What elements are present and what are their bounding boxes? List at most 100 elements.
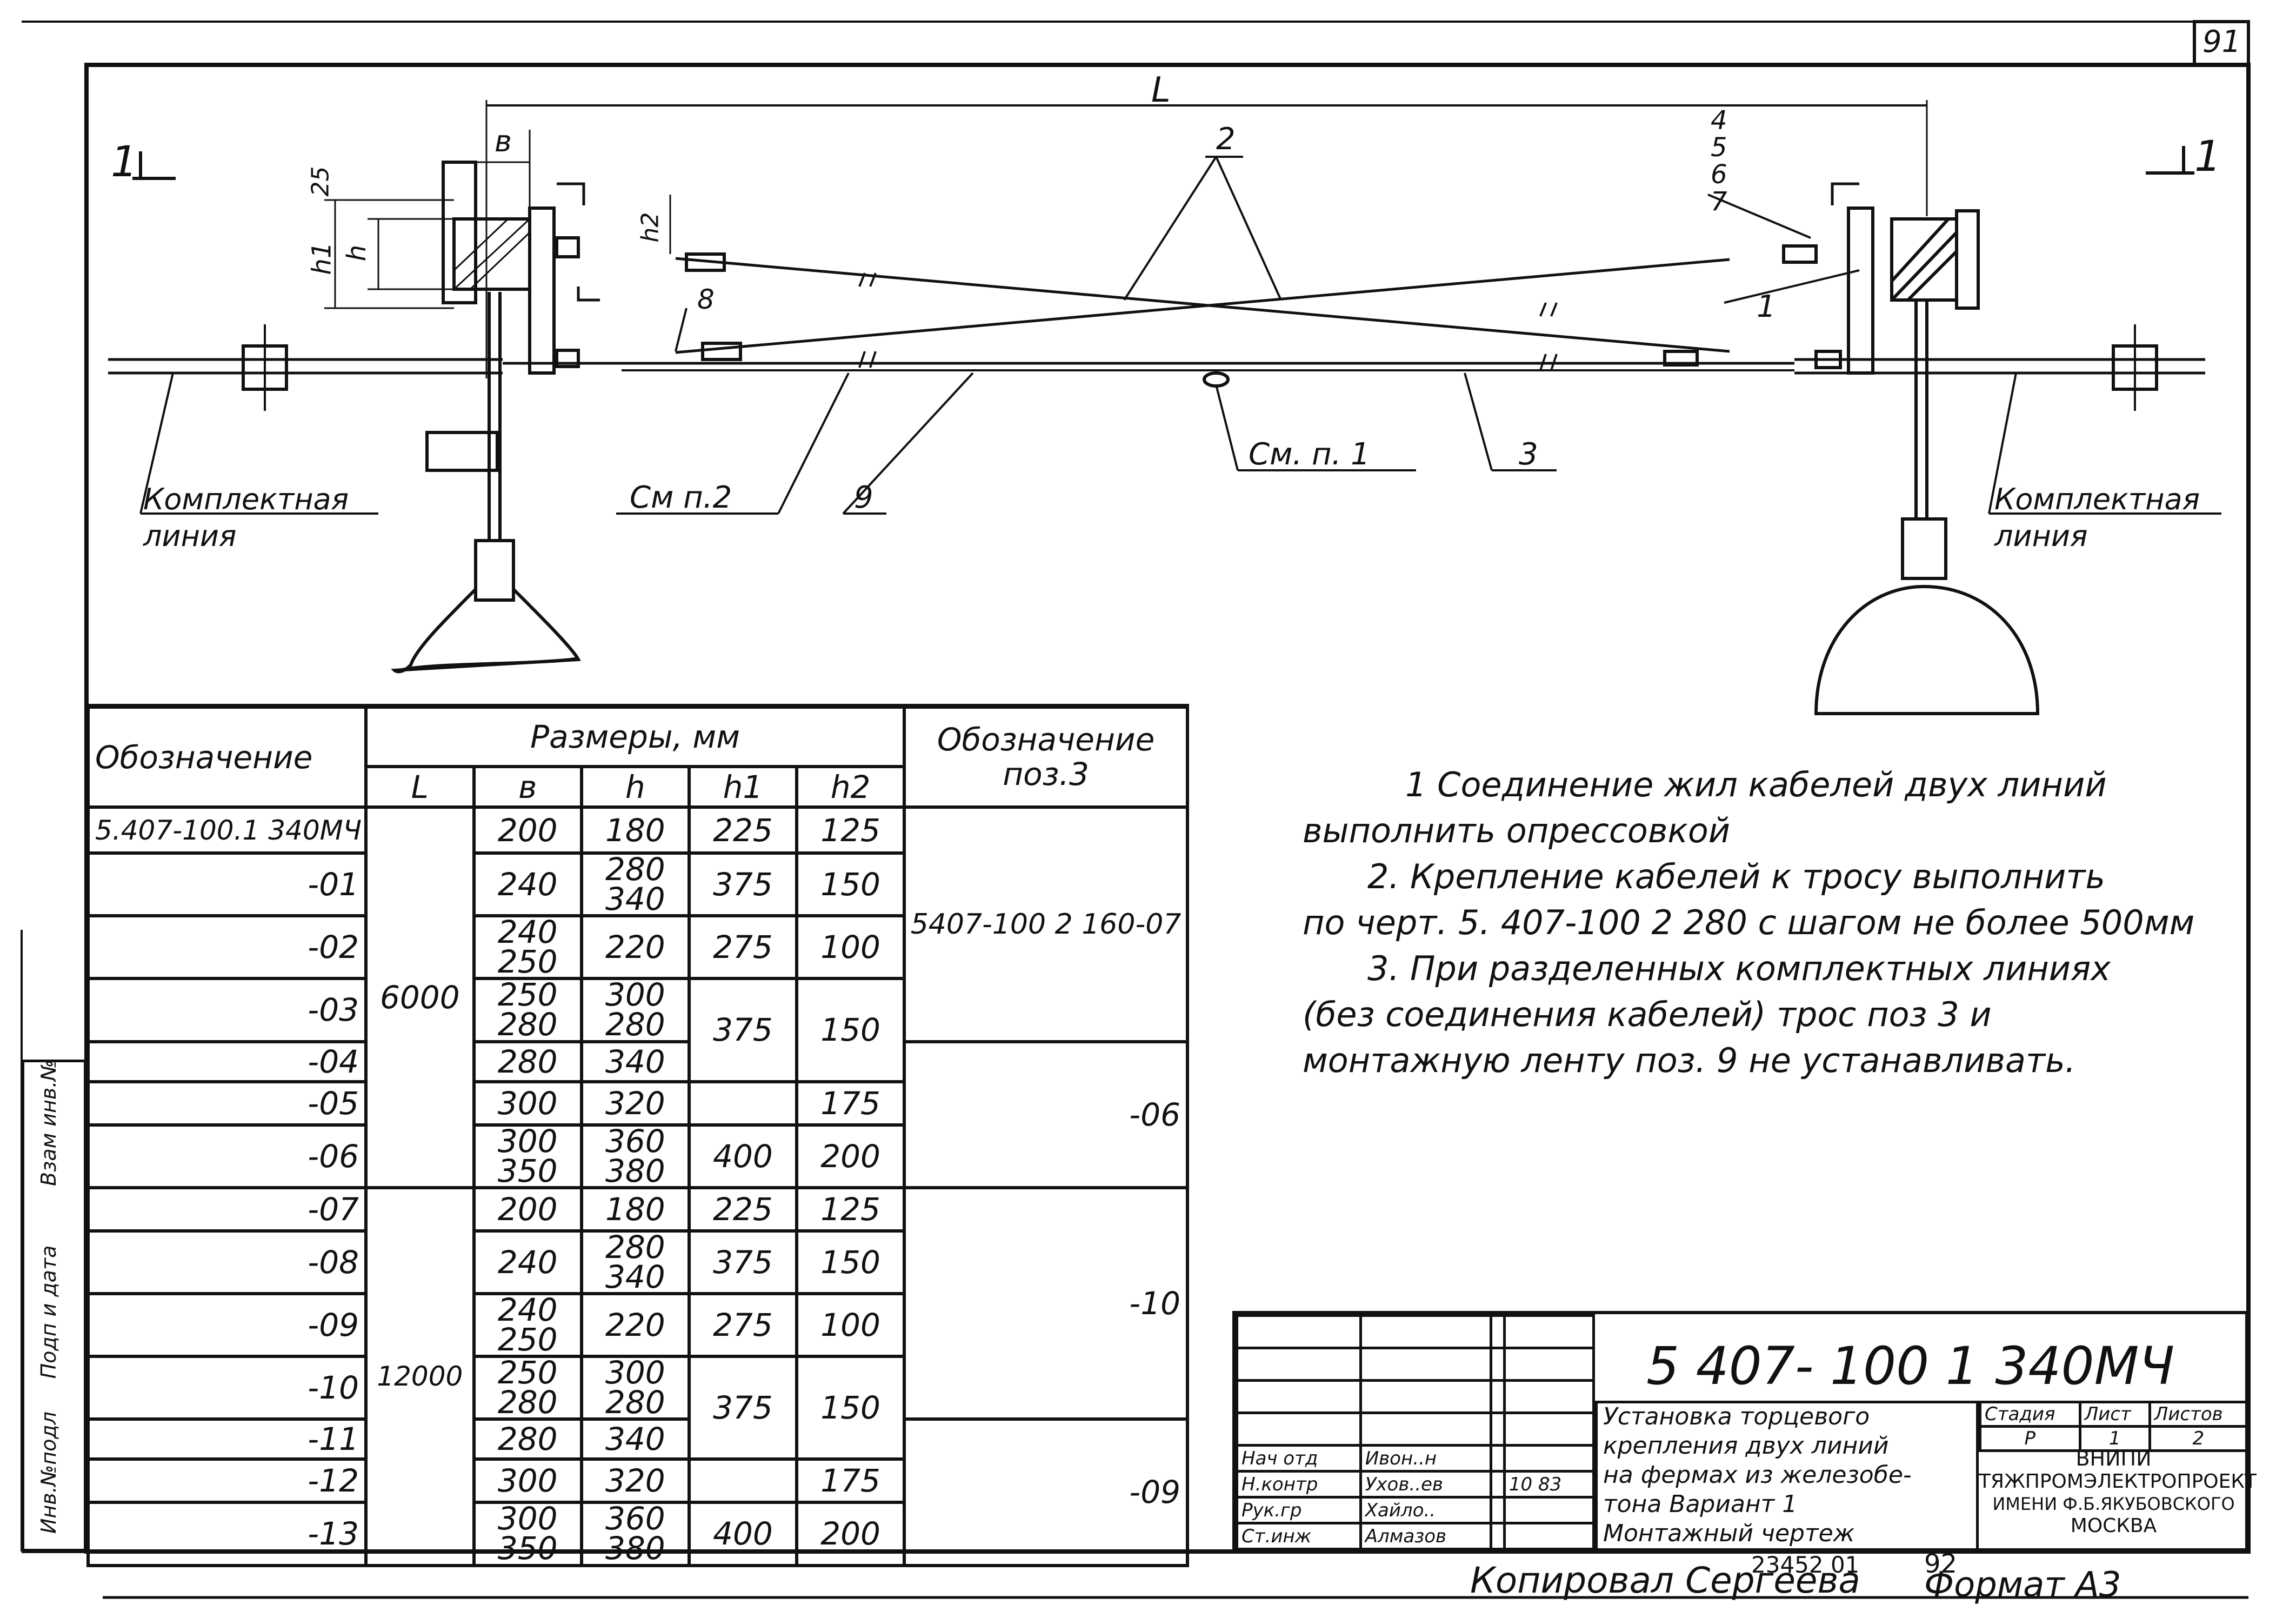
- cell-pos3-b: -06: [903, 1040, 1189, 1189]
- cell-h2: 125: [795, 1186, 906, 1233]
- right-bracket: [1847, 207, 1874, 375]
- cell-b: 240: [472, 1229, 583, 1295]
- cell-designation: -04: [86, 1040, 368, 1083]
- sheet-value: 1: [2078, 1425, 2151, 1452]
- th-b: в: [472, 765, 583, 809]
- cell-h1: 225: [687, 805, 799, 855]
- signer-name: Алмазов: [1359, 1522, 1493, 1550]
- cell-b: 280: [472, 1040, 583, 1083]
- cell-h1: [687, 1457, 799, 1504]
- note-line: монтажную ленту поз. 9 не устанавливать.: [1303, 1041, 2076, 1080]
- spec-table: Обозначение Размеры, мм Обозначение поз.…: [86, 705, 1189, 1567]
- cell-b: 300: [472, 1080, 583, 1127]
- org-line: ТЯЖПРОМЭЛЕКТРОПРОЕКТ: [1979, 1470, 2257, 1493]
- signature-grid: Нач отд Ивон..н Н.контр Ухов..ев 10 83 Р…: [1236, 1314, 1596, 1550]
- description-line: Монтажный чертеж: [1603, 1520, 1855, 1547]
- left-clamp-block: [425, 431, 499, 472]
- leader-left-line: [139, 372, 174, 514]
- description-box: Установка торцевого крепления двух линий…: [1595, 1401, 1979, 1548]
- sheets-header: Листов: [2148, 1401, 2249, 1428]
- callout-left-line-text: Комплектная линия: [143, 482, 349, 553]
- date-mark: 10 83: [1503, 1470, 1596, 1499]
- cell-pos3-c: -10: [903, 1186, 1189, 1421]
- description-line: тона Вариант 1: [1603, 1490, 1798, 1518]
- left-insulator: [391, 588, 581, 674]
- title-block: Нач отд Ивон..н Н.контр Ухов..ев 10 83 Р…: [1232, 1311, 2257, 1552]
- signer-name: Ухов..ев: [1359, 1470, 1493, 1499]
- cell-h1: 400: [687, 1123, 799, 1189]
- footer-inventory: 23452 01: [1751, 1552, 1860, 1578]
- callout-9: 9: [854, 480, 873, 515]
- th-h: h: [579, 765, 691, 809]
- cell-pos3-a: 5407-100 2 160-07: [903, 805, 1189, 1043]
- table-row: -11 280 340 -09: [86, 1417, 1189, 1567]
- pos-label-8: 8: [697, 284, 715, 315]
- cell-designation: -09: [86, 1291, 368, 1359]
- cell-b: 240 250: [472, 914, 583, 981]
- th-pos3: Обозначение поз.3: [903, 705, 1189, 809]
- sheet-number-box: [2193, 20, 2250, 66]
- pos-label-4: 4: [1711, 105, 1727, 136]
- cell-designation: -03: [86, 977, 368, 1043]
- table-row: -09 240 250 220 275 100: [86, 1291, 1187, 1359]
- note-line: выполнить опрессовкой: [1303, 811, 1731, 850]
- cell-L-6000: 6000: [364, 805, 476, 1189]
- table-row: -08 240 280 340 375 150: [86, 1229, 1187, 1295]
- callout-right-line: Комплектная линия: [1994, 481, 2221, 554]
- note-line: 3. При разделенных комплектных линиях: [1367, 949, 2111, 988]
- cell-L-12000: 12000: [364, 1186, 476, 1567]
- section-mark-right: 1: [2194, 132, 2221, 181]
- cell-b: 300: [472, 1457, 583, 1504]
- cell-designation: -13: [86, 1501, 368, 1567]
- stage-table: Стадия Лист Листов Р 1 2: [1979, 1401, 2249, 1452]
- cell-designation: -01: [86, 851, 368, 918]
- pos-label-7: 7: [1711, 187, 1727, 217]
- cell-h: 180: [579, 805, 691, 855]
- table-row: -07 12000 200 180 225 125 -10: [86, 1186, 1189, 1567]
- cell-h: 280 340: [579, 1229, 691, 1295]
- note-line: 1 Соединение жил кабелей двух линий: [1405, 765, 2107, 804]
- cell-b: 240 250: [472, 1291, 583, 1359]
- cell-h: 280 340: [579, 851, 691, 918]
- cell-h: 320: [579, 1080, 691, 1127]
- note-line: 2. Крепление кабелей к тросу выполнить: [1367, 857, 2106, 896]
- cell-h2: 150: [795, 1229, 906, 1295]
- footer-page: 92: [1924, 1549, 1958, 1579]
- pos-label-1: 1: [1757, 289, 1776, 324]
- cell-h1: 375: [687, 1229, 799, 1295]
- th-h1: h1: [687, 765, 799, 809]
- cell-h: 340: [579, 1040, 691, 1083]
- cell-h2: 200: [795, 1501, 906, 1567]
- table-row: -10 250 280 300 280 375 150: [86, 1355, 1187, 1461]
- table-row: -13 300 350 360 380 400 200: [86, 1501, 1187, 1567]
- cell-designation: -02: [86, 914, 368, 981]
- role: Ст.инж: [1236, 1522, 1362, 1550]
- cell-h2: 150: [795, 977, 906, 1083]
- sheets-value: 2: [2148, 1425, 2249, 1452]
- table-row: -03 250 280 300 280 375 150: [86, 977, 1187, 1083]
- table-row: -04 280 340 -06: [86, 1040, 1189, 1189]
- doc-code: 5 407- 100 1 340МЧ: [1646, 1336, 2175, 1396]
- description-line: Установка торцевого: [1603, 1403, 1870, 1430]
- th-designation: Обозначение: [86, 705, 368, 809]
- dim-label-h2: h2: [636, 212, 664, 243]
- role: Н.контр: [1236, 1470, 1362, 1499]
- cell-h2: 150: [795, 851, 906, 918]
- cell-h: 300 280: [579, 1355, 691, 1421]
- dim-label-25: 25: [306, 166, 335, 197]
- sheet-number: 91: [2202, 24, 2241, 59]
- cell-h2: 175: [795, 1080, 906, 1127]
- signer-name: Хайло..: [1359, 1496, 1493, 1524]
- side-stamp-field: Подп и дата: [37, 1245, 61, 1379]
- cell-h2: 125: [795, 805, 906, 855]
- note-line: по черт. 5. 407-100 2 280 с шагом не бол…: [1303, 903, 2195, 942]
- cell-h1: [687, 1080, 799, 1127]
- cell-h: 340: [579, 1417, 691, 1461]
- stage-header: Стадия: [1979, 1401, 2081, 1428]
- org-line: МОСКВА: [2070, 1515, 2157, 1537]
- cell-designation: 5.407-100.1 340МЧ: [86, 805, 368, 855]
- side-stamp-field: Инв.№подл: [37, 1411, 61, 1534]
- cell-h2: 150: [795, 1355, 906, 1461]
- right-insulator: [1814, 584, 2040, 715]
- dim-label-L: L: [1151, 70, 1171, 110]
